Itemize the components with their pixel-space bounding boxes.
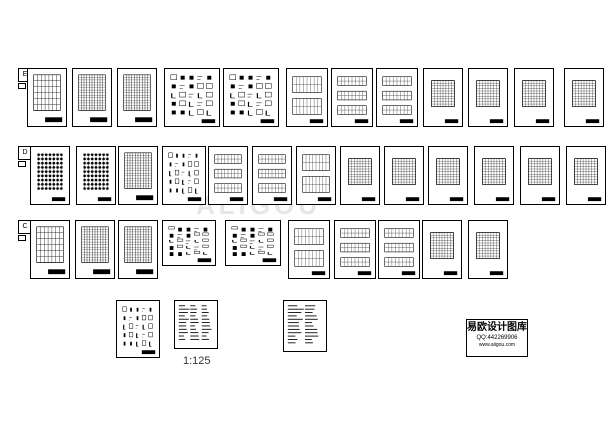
- sheet-drawing: [476, 80, 504, 124]
- grid-plan-sheet[interactable]: [422, 220, 462, 279]
- elevation-sheet[interactable]: [296, 146, 336, 205]
- sheet-drawing: [302, 154, 332, 202]
- sheet-drawing: [83, 153, 112, 202]
- notes-sheet[interactable]: [174, 300, 218, 349]
- sheet-drawing: [340, 228, 372, 276]
- sheet-drawing: [123, 74, 153, 123]
- stamp-url: www.aiigou.com: [478, 342, 516, 348]
- grid-plan-sheet[interactable]: [468, 68, 508, 127]
- scale-label: 1:125: [183, 355, 211, 367]
- sheet-drawing: [168, 152, 202, 202]
- framing-plan-sheet[interactable]: [27, 68, 67, 127]
- sheet-drawing: [430, 232, 458, 276]
- grid-plan-sheet[interactable]: [340, 146, 380, 205]
- detail-sheet[interactable]: [225, 220, 281, 266]
- section-sheet[interactable]: [331, 68, 373, 127]
- sheet-drawing: [287, 305, 319, 344]
- grid-plan-sheet[interactable]: [520, 146, 560, 205]
- sheet-drawing: [170, 74, 216, 124]
- elevation-sheet[interactable]: [286, 68, 328, 127]
- row-label-c-text: C: [22, 223, 28, 230]
- detail-sheet[interactable]: [223, 68, 279, 127]
- sheet-drawing: [124, 152, 154, 201]
- grid-plan-sheet[interactable]: [423, 68, 463, 127]
- sheet-drawing: [384, 228, 416, 276]
- roof-framing-sheet[interactable]: [75, 220, 115, 279]
- column-plan-sheet[interactable]: [76, 146, 116, 205]
- detail-sheet[interactable]: [162, 220, 216, 266]
- sheet-drawing: [528, 158, 556, 202]
- sheet-drawing: [214, 154, 244, 202]
- roof-framing-sheet[interactable]: [118, 220, 158, 279]
- section-sheet[interactable]: [376, 68, 418, 127]
- framing-plan-sheet[interactable]: [30, 220, 70, 279]
- section-sheet[interactable]: [208, 146, 248, 205]
- column-plan-sheet[interactable]: [30, 146, 70, 205]
- sheet-drawing: [382, 76, 414, 124]
- sheet-drawing: [436, 158, 464, 202]
- elevation-sheet[interactable]: [288, 220, 330, 279]
- sheet-drawing: [37, 153, 66, 202]
- sheet-drawing: [36, 226, 66, 275]
- roof-framing-sheet[interactable]: [72, 68, 112, 127]
- stamp-title: 易欧设计图库: [467, 322, 527, 333]
- sheet-drawing: [292, 76, 324, 124]
- sheet-drawing: [178, 305, 212, 340]
- row-label-e-text: E: [22, 71, 28, 78]
- section-sheet[interactable]: [378, 220, 420, 279]
- row-mark-c: [18, 235, 26, 241]
- grid-plan-sheet[interactable]: [428, 146, 468, 205]
- sheet-drawing: [574, 158, 602, 202]
- sheet-drawing: [229, 74, 275, 124]
- detail-sheet[interactable]: [164, 68, 220, 127]
- grid-plan-sheet[interactable]: [468, 220, 508, 279]
- sheet-drawing: [78, 74, 108, 123]
- roof-framing-sheet[interactable]: [117, 68, 157, 127]
- grid-plan-sheet[interactable]: [384, 146, 424, 205]
- detail-sheet[interactable]: [116, 300, 160, 358]
- sheet-drawing: [431, 80, 459, 124]
- sheet-drawing: [476, 232, 504, 276]
- sheet-drawing: [122, 306, 156, 355]
- sheet-drawing: [337, 76, 369, 124]
- sheet-drawing: [482, 158, 510, 202]
- sheet-drawing: [392, 158, 420, 202]
- sheet-drawing: [572, 80, 600, 124]
- sheet-drawing: [522, 80, 550, 124]
- row-mark-d: [18, 161, 26, 167]
- sheet-drawing: [294, 228, 326, 276]
- sheet-drawing: [168, 226, 212, 263]
- grid-plan-sheet[interactable]: [566, 146, 606, 205]
- sheet-drawing: [258, 154, 288, 202]
- section-sheet[interactable]: [252, 146, 292, 205]
- roof-framing-sheet[interactable]: [118, 146, 158, 205]
- sheet-drawing: [33, 74, 63, 123]
- sheet-drawing: [348, 158, 376, 202]
- section-sheet[interactable]: [334, 220, 376, 279]
- grid-plan-sheet[interactable]: [564, 68, 604, 127]
- schedule-sheet[interactable]: [283, 300, 327, 352]
- row-label-d-text: D: [22, 149, 28, 156]
- grid-plan-sheet[interactable]: [474, 146, 514, 205]
- sheet-drawing: [81, 226, 111, 275]
- sheet-drawing: [231, 226, 277, 263]
- stamp-qq: QQ:442269906: [476, 335, 518, 341]
- grid-plan-sheet[interactable]: [514, 68, 554, 127]
- row-mark-e: [18, 83, 26, 89]
- title-stamp: 易欧设计图库 QQ:442269906 www.aiigou.com: [466, 319, 528, 357]
- sheet-drawing: [124, 226, 154, 275]
- detail-sheet[interactable]: [162, 146, 206, 205]
